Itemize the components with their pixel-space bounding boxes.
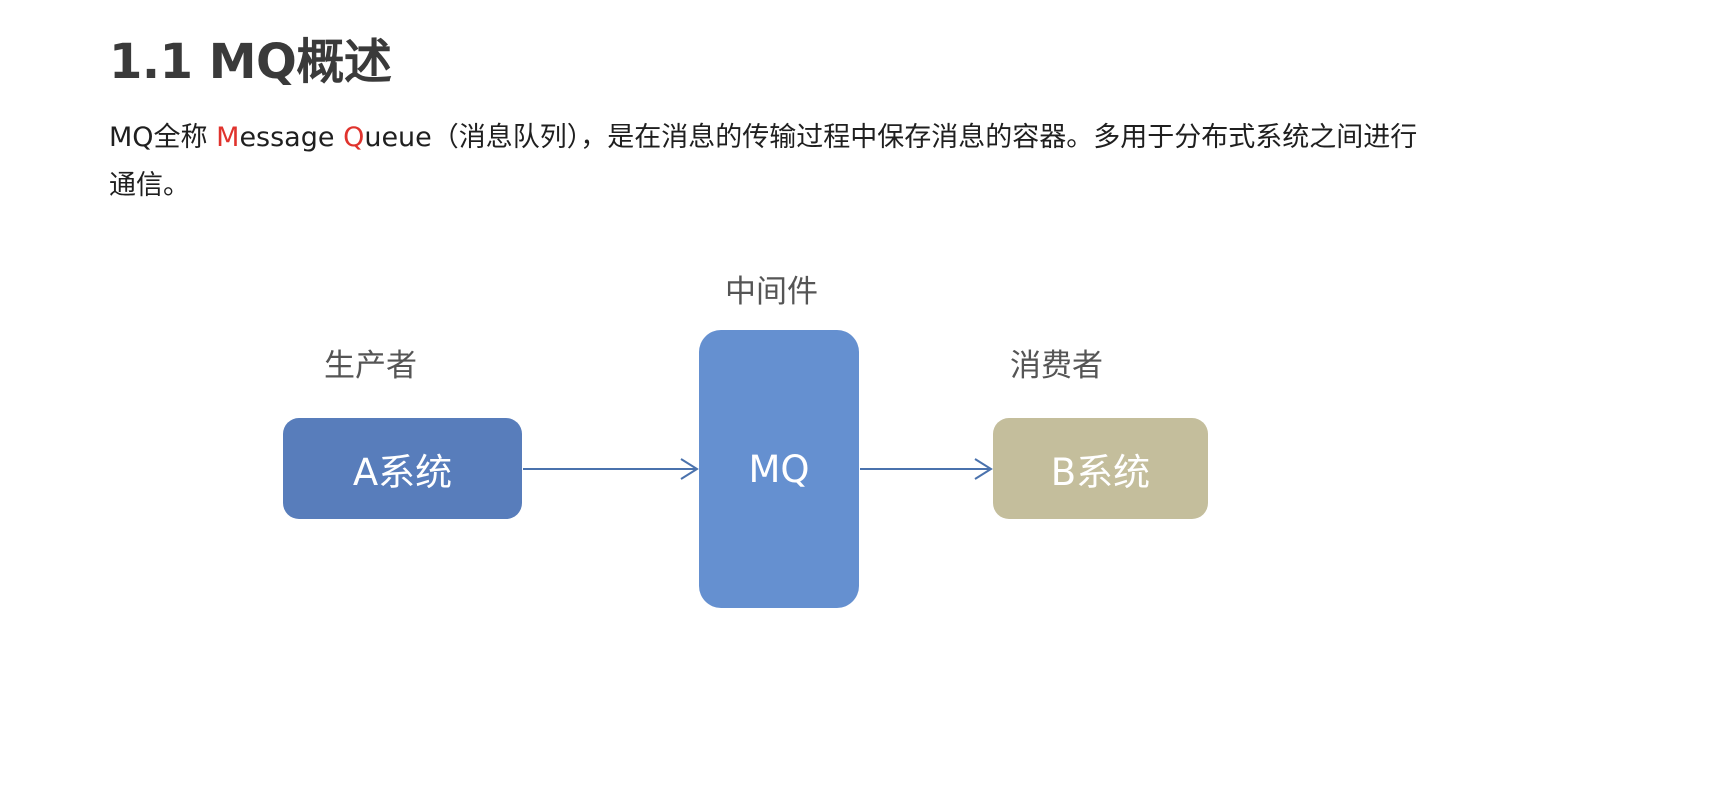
intro-paragraph: MQ全称 Message Queue（消息队列），是在消息的传输过程中保存消息的…: [109, 114, 1419, 210]
intro-highlight-q: Q: [343, 122, 365, 153]
system-b-box: B系统: [993, 418, 1208, 519]
consumer-caption: 消费者: [1010, 348, 1103, 384]
middleware-caption: 中间件: [725, 274, 818, 310]
page-title: 1.1 MQ概述: [109, 34, 392, 90]
arrow-mq-to-b: [860, 458, 993, 480]
mq-label: MQ: [748, 447, 810, 491]
system-a-box: A系统: [283, 418, 522, 519]
intro-prefix: MQ全称: [109, 122, 217, 153]
system-b-label: B系统: [1050, 450, 1151, 494]
system-a-label: A系统: [352, 450, 453, 494]
intro-rest: ueue（消息队列），是在消息的传输过程中保存消息的容器。多用于分布式系统之间进…: [109, 122, 1418, 201]
producer-caption: 生产者: [324, 348, 417, 384]
intro-essage: essage: [239, 122, 344, 153]
intro-highlight-m: M: [216, 122, 240, 153]
arrow-a-to-mq: [523, 458, 699, 480]
mq-box: MQ: [699, 330, 859, 608]
